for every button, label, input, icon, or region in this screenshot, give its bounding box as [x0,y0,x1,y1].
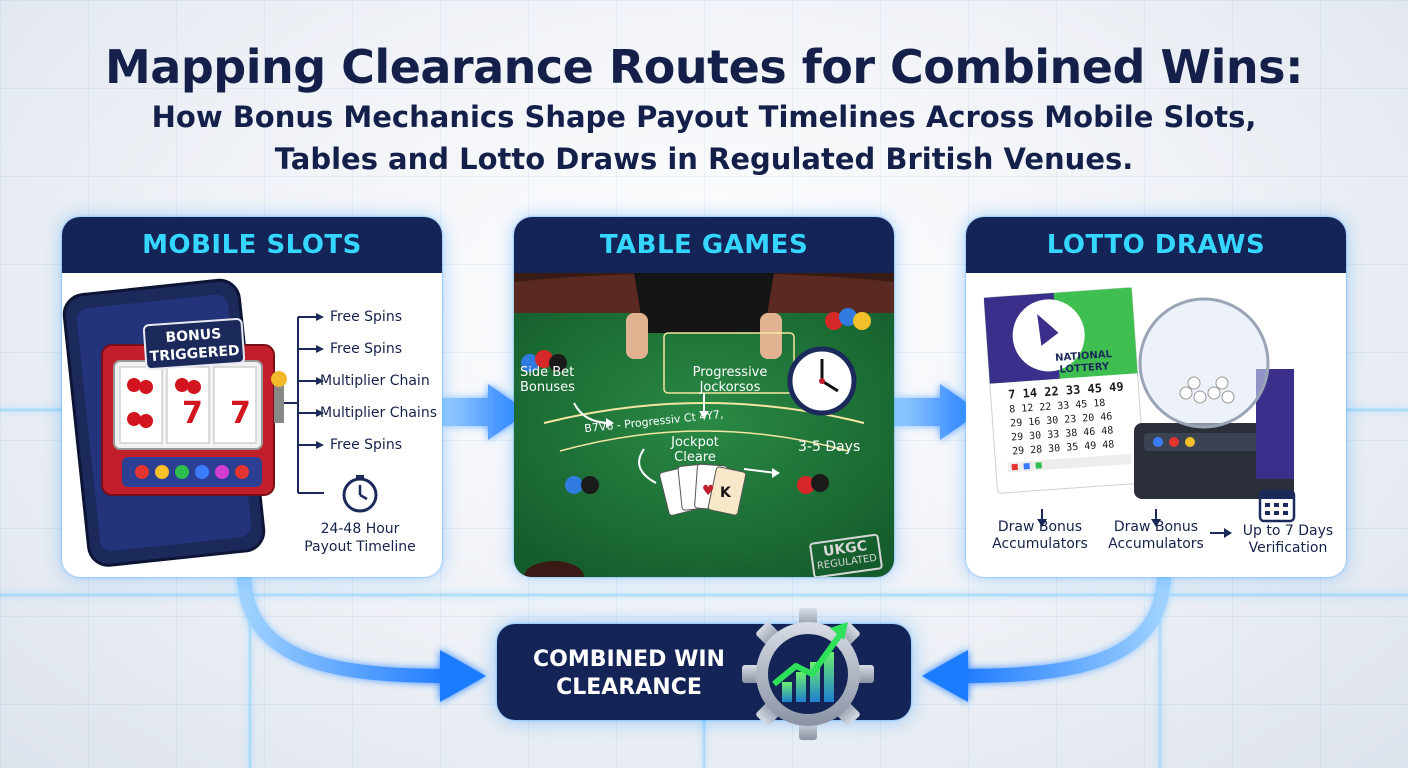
verification-timeline: Up to 7 Days Verification [1242,523,1334,556]
svg-text:7: 7 [182,396,203,431]
lotto-scene [983,287,1296,538]
page-subtitle-line-2: Tables and Lotto Draws in Regulated Brit… [274,142,1134,176]
slots-timeline-line-2: Payout Timeline [304,539,416,555]
branch-label-1: Free Spins [330,309,402,325]
table-days-label: 3-5 Days [798,439,861,455]
gear-chart-icon [742,608,874,740]
chips-icon [521,308,871,494]
progressive-label: Progressive Jockorsos [692,365,768,395]
page-title: Mapping Clearance Routes for Combined Wi… [105,40,1303,94]
ticket-numbers: 7 14 22 33 45 49 8 12 22 33 45 18 29 16 … [1007,379,1125,458]
jackpot-label: Jockpot Cleare [671,435,719,465]
svg-text:K: K [720,485,732,501]
table-felt: ♥ K Side Bet Bonuses Progressive Jockors… [514,273,894,577]
lotto-draws-panel: LOTTO DRAWS [966,217,1346,577]
branch-label-3: Multiplier Chain [320,373,430,389]
calendar-icon [1258,489,1296,523]
lottery-drum-icon [1134,297,1294,499]
flow-arrow-icon [892,384,980,440]
table-games-panel: TABLE GAMES [514,217,894,577]
flow-arrow-icon [440,384,528,440]
draw-bonus-accumulators-2: Draw Bonus Accumulators [1108,519,1204,552]
mobile-slots-title: MOBILE SLOTS [62,217,442,273]
lottery-ticket-icon [983,287,1146,494]
svg-text:7: 7 [230,396,251,431]
clock-icon [342,475,378,513]
branch-label-4: Multiplier Chains [320,405,437,421]
combined-win-label: COMBINED WIN CLEARANCE [533,647,725,700]
side-bet-label: Side Bet Bonuses [520,365,575,395]
mobile-slots-panel: MOBILE SLOTS 7 7 [62,217,442,577]
table-games-title: TABLE GAMES [514,217,894,273]
table-scene: ♥ K [514,273,894,577]
branch-label-2: Free Spins [330,341,402,357]
lotto-draws-title: LOTTO DRAWS [966,217,1346,273]
page-subtitle-line-1: How Bonus Mechanics Shape Payout Timelin… [151,100,1257,134]
wall-clock-icon [787,346,857,416]
slots-timeline-line-1: 24-48 Hour [320,521,400,537]
cards-icon: ♥ K [659,463,747,516]
branch-label-5: Free Spins [330,437,402,453]
bonus-triggered-badge: BONUS TRIGGERED [142,317,246,371]
draw-bonus-accumulators-1: Draw Bonus Accumulators [992,519,1088,552]
svg-text:♥: ♥ [702,483,715,499]
